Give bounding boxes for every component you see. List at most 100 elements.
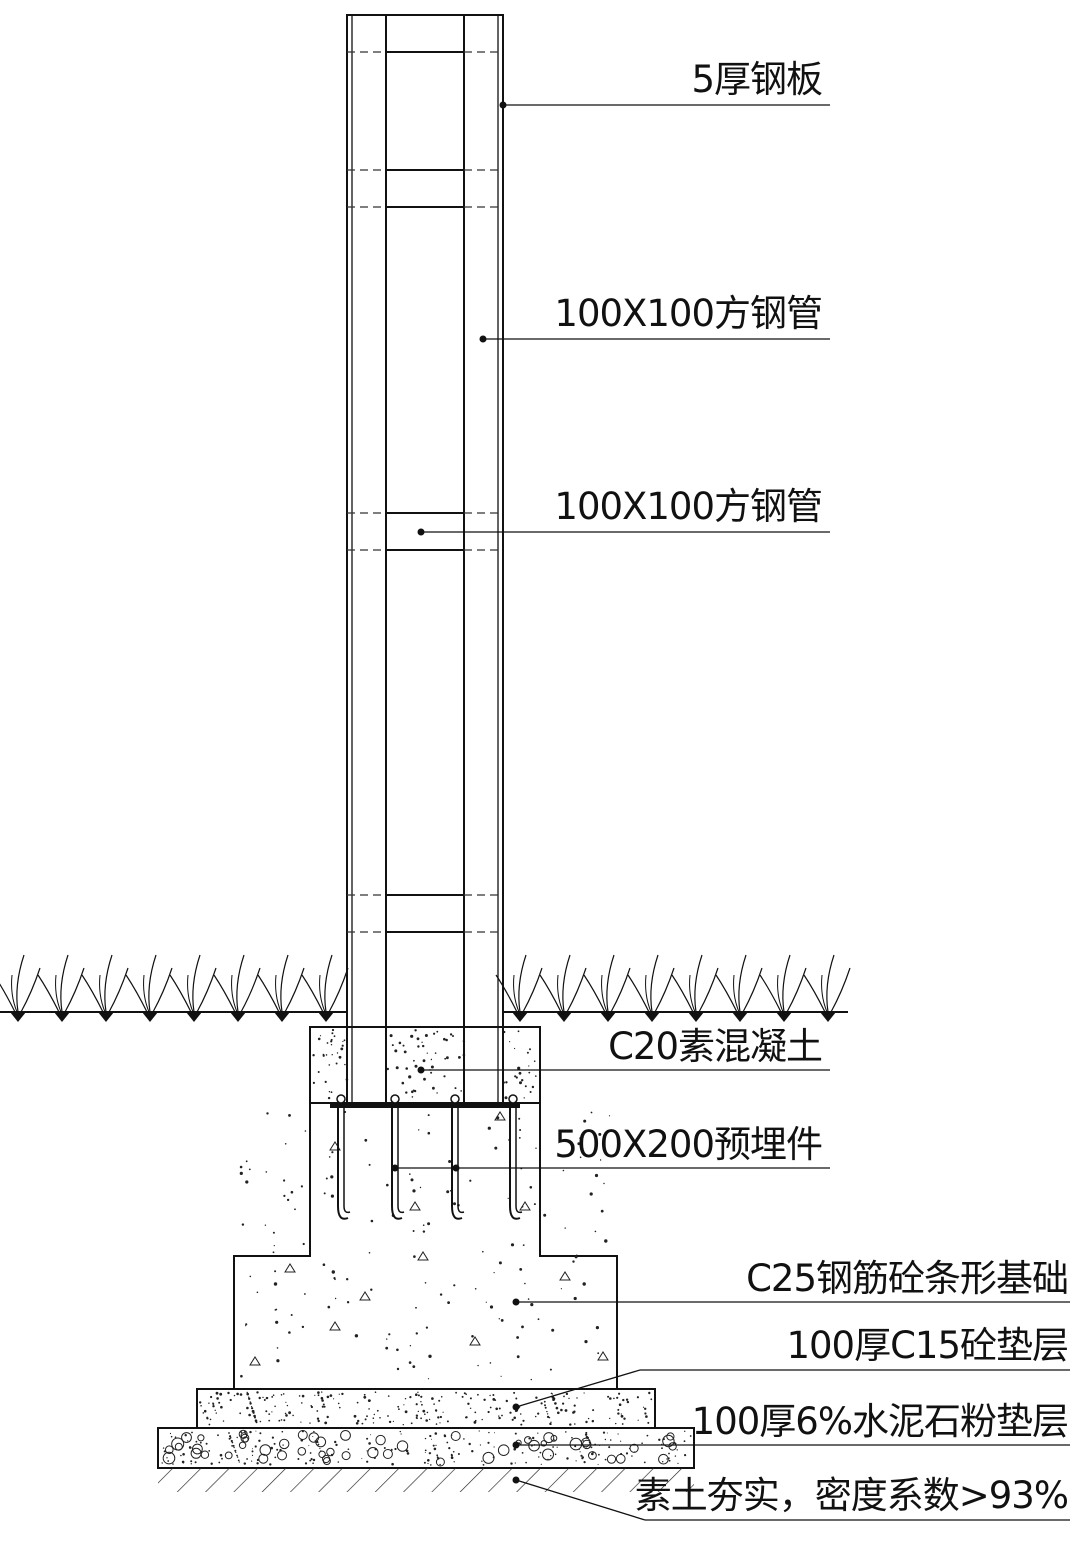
- aggregate-dot: [477, 1364, 479, 1367]
- aggregate-dot: [424, 1449, 427, 1452]
- aggregate-dot: [422, 1409, 426, 1413]
- aggregate-dot: [263, 1399, 266, 1401]
- aggregate-dot: [271, 1436, 274, 1439]
- aggregate-dot: [331, 1054, 333, 1056]
- stone-circle: [375, 1434, 386, 1446]
- stone-circle: [666, 1432, 675, 1441]
- aggregate-dot: [366, 1460, 369, 1463]
- aggregate-dot: [450, 1454, 453, 1457]
- aggregate-dot: [356, 1401, 359, 1404]
- aggregate-dot: [233, 1446, 235, 1449]
- aggregate-dot: [417, 1391, 419, 1394]
- aggregate-dot: [604, 1239, 608, 1243]
- label-plain-concrete: C20素混凝土: [608, 1025, 822, 1068]
- aggregate-dot: [509, 1041, 511, 1043]
- grass-blade: [236, 954, 245, 1013]
- aggregate-dot: [428, 1418, 431, 1421]
- aggregate-dot: [203, 1409, 207, 1413]
- aggregate-dot: [540, 1402, 543, 1405]
- aggregate-dot: [414, 1064, 418, 1068]
- aggregate-dot: [465, 1393, 468, 1395]
- grass-blade: [301, 974, 324, 1013]
- embedded-plate: [330, 1094, 523, 1220]
- aggregate-dot: [325, 1054, 328, 1056]
- grass-blade: [742, 967, 763, 1013]
- grass-blade: [557, 974, 564, 1013]
- aggregate-dot: [676, 1449, 678, 1451]
- aggregate-dot: [189, 1447, 191, 1449]
- aggregate-dot: [274, 1405, 276, 1408]
- aggregate-dot: [604, 1438, 607, 1441]
- aggregate-dot: [423, 1077, 426, 1081]
- aggregate-dot: [368, 1408, 370, 1410]
- aggregate-dot: [316, 1417, 320, 1420]
- aggregate-dot: [246, 1458, 249, 1460]
- aggregate-dot: [286, 1404, 289, 1407]
- stone-circle: [528, 1439, 540, 1452]
- aggregate-triangle: [597, 1351, 609, 1361]
- aggregate-dot: [584, 1433, 588, 1436]
- aggregate-dot: [523, 1097, 525, 1099]
- aggregate-dot: [533, 1203, 536, 1206]
- aggregate-dot: [229, 1398, 232, 1402]
- aggregate-dot: [498, 1407, 501, 1410]
- aggregate-dot: [620, 1414, 624, 1418]
- aggregate-dot: [623, 1417, 626, 1420]
- aggregate-dot: [391, 1044, 394, 1047]
- aggregate-dot: [323, 1192, 326, 1195]
- aggregate-dot: [273, 1282, 278, 1286]
- aggregate-dot: [288, 1114, 291, 1117]
- bolt-nut: [508, 1094, 518, 1104]
- aggregate-dot: [453, 1202, 456, 1206]
- aggregate-dot: [199, 1441, 202, 1444]
- bolt-nut: [390, 1094, 400, 1104]
- aggregate-dot: [555, 1406, 559, 1410]
- stone-circle: [192, 1443, 203, 1455]
- aggregate-dot: [330, 1175, 334, 1179]
- aggregate-dot: [580, 1454, 583, 1457]
- aggregate-dot: [648, 1391, 651, 1395]
- aggregate-dot: [450, 1456, 454, 1459]
- aggregate-dot: [514, 1462, 516, 1464]
- aggregate-dot: [300, 1185, 303, 1188]
- aggregate-dot: [170, 1435, 173, 1438]
- aggregate-dot: [530, 1303, 534, 1307]
- aggregate-dot: [438, 1399, 441, 1402]
- aggregate-dot: [316, 1441, 319, 1443]
- aggregate-dot: [493, 1446, 495, 1448]
- aggregate-dot: [400, 1433, 402, 1435]
- aggregate-dot: [574, 1255, 578, 1259]
- stone-circle: [200, 1450, 210, 1459]
- aggregate-dot: [385, 1346, 389, 1350]
- aggregate-dot: [357, 1419, 360, 1423]
- aggregate-dot: [278, 1419, 281, 1422]
- aggregate-dot: [333, 1398, 335, 1400]
- aggregate-dot: [439, 1422, 441, 1424]
- aggregate-dot: [531, 1085, 535, 1089]
- aggregate-dot: [650, 1398, 653, 1401]
- aggregate-dot: [386, 1338, 388, 1340]
- aggregate-dot: [275, 1320, 279, 1324]
- aggregate-dot: [453, 1284, 456, 1287]
- aggregate-dot: [409, 1173, 411, 1175]
- aggregate-dot: [272, 1231, 275, 1234]
- aggregate-dot: [574, 1445, 577, 1448]
- aggregate-dot: [330, 1038, 333, 1041]
- aggregate-dot: [461, 1395, 464, 1398]
- aggregate-dot: [330, 1091, 333, 1094]
- aggregate-dot: [354, 1334, 359, 1338]
- grass-blade: [513, 974, 520, 1013]
- aggregate-dot: [510, 1462, 513, 1465]
- aggregate-dot: [290, 1190, 294, 1194]
- grass-blade: [606, 954, 615, 1013]
- aggregate-dot: [405, 1091, 408, 1094]
- grass-blade: [192, 954, 201, 1013]
- aggregate-dot: [390, 1448, 393, 1451]
- aggregate-dot: [581, 1457, 584, 1460]
- aggregate-dot: [326, 1042, 329, 1044]
- aggregate-dot: [513, 1416, 516, 1420]
- anchor-bolt: [337, 1106, 349, 1220]
- aggregate-dot: [300, 1421, 302, 1423]
- aggregate-dot: [418, 1129, 420, 1131]
